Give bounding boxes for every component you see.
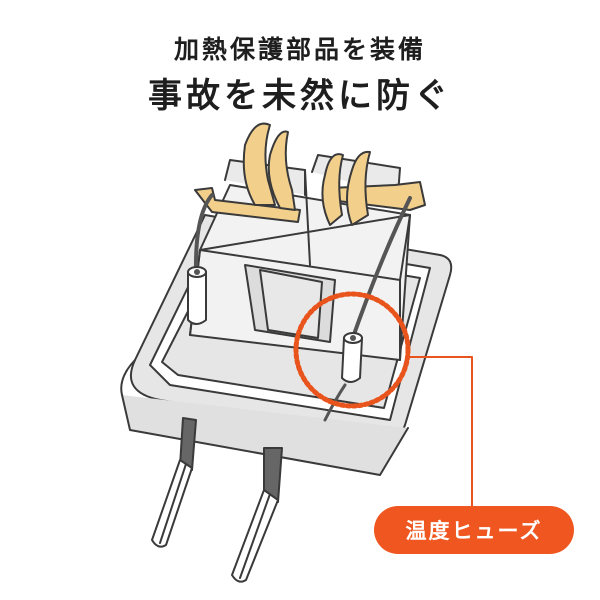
fuse-highlight-circle	[293, 291, 411, 409]
headline-line1: 加熱保護部品を装備	[173, 35, 426, 64]
brass-contacts	[194, 122, 426, 226]
callout-leader-line	[409, 356, 473, 509]
plug-prongs	[151, 417, 283, 583]
thermal-fuse-callout: 温度ヒューズ	[374, 506, 574, 554]
thermal-fuse	[341, 337, 363, 383]
fuse-sleeves	[187, 266, 363, 383]
headline-line2: 事故を未然に防ぐ	[148, 76, 452, 116]
